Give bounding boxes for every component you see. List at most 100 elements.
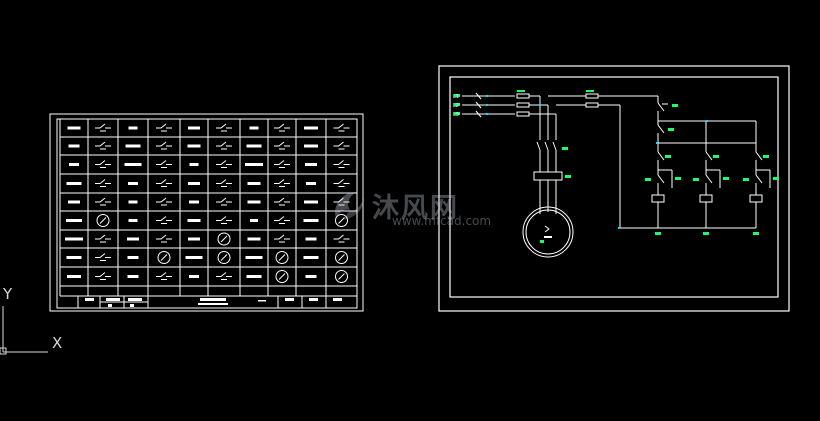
control-circuit: [548, 93, 771, 229]
legend-cell-label: [187, 144, 201, 148]
legend-cell-symbol-stroke: [338, 217, 345, 224]
svg-text:L3: L3: [453, 112, 459, 118]
legend-cell-symbol: [95, 234, 111, 243]
legend-cell-symbol: [156, 123, 172, 132]
legend-cell-label: [303, 256, 319, 259]
legend-cell-label: [247, 237, 261, 241]
legend-cell-symbol: [157, 251, 171, 264]
legend-cell-symbol-stroke: [220, 235, 228, 243]
legend-cell-symbol: [274, 216, 290, 224]
legend-cell-label: [246, 275, 262, 278]
legend-cell-symbol: [216, 197, 232, 206]
schematic-annotations: [454, 90, 779, 243]
legend-cell-symbol-stroke: [278, 254, 286, 261]
legend-cell-label: [128, 200, 138, 204]
legend-cell-label: [66, 219, 82, 222]
legend-cell-label: [188, 182, 200, 185]
svg-text:L2: L2: [453, 103, 459, 109]
legend-cell-symbol: [217, 232, 231, 246]
legend-cell-symbol: [95, 272, 111, 280]
legend-cell-symbol: [95, 179, 111, 187]
legend-cell-label: [305, 163, 317, 166]
legend-cell-label: [187, 219, 201, 222]
legend-cell-label: [189, 275, 199, 278]
legend-cell-symbol: [217, 251, 231, 264]
legend-cell-symbol: [156, 272, 172, 280]
watermark-logo-icon: [335, 192, 364, 220]
legend-cell-label: [67, 275, 81, 278]
legend-cell-label: [304, 144, 318, 148]
legend-cell-label: [68, 200, 80, 204]
legend-cell-symbol: [96, 214, 110, 227]
legend-cell-symbol: [216, 272, 232, 280]
ucs-icon: [0, 306, 48, 355]
legend-cell-label: [250, 219, 258, 222]
legend-cell-symbol: [333, 197, 350, 206]
legend-cell-symbol: [95, 123, 111, 132]
legend-cell-symbol: [333, 234, 350, 243]
junction-dots: [486, 95, 708, 229]
legend-cell-label: [247, 200, 261, 204]
legend-cell-symbol: [156, 160, 172, 168]
legend-symbols: [65, 123, 350, 283]
legend-cell-label: [125, 144, 141, 148]
legend-cell-symbol: [275, 251, 289, 264]
legend-cell-label: [68, 144, 80, 148]
legend-cell-symbol: [216, 179, 232, 187]
legend-cell-symbol: [156, 179, 172, 187]
legend-cell-label: [66, 256, 82, 259]
legend-cell-symbol-stroke: [99, 217, 107, 224]
power-circuit: [462, 92, 574, 258]
legend-cell-label: [128, 126, 138, 130]
legend-cell-label: [128, 219, 138, 222]
legend-cell-symbol: [274, 160, 290, 168]
legend-cell-label: [188, 126, 200, 130]
legend-title-block: [85, 298, 342, 307]
watermark-url: www.mfcad.com: [392, 214, 492, 228]
ucs-y-label: Y: [3, 285, 13, 303]
legend-cell-label: [124, 163, 142, 166]
schematic-frame: [438, 65, 790, 312]
legend-cell-label: [185, 256, 203, 259]
legend-cell-label: [305, 275, 317, 278]
legend-cell-symbol: [216, 160, 232, 168]
legend-cell-symbol: [274, 123, 290, 132]
legend-cell-label: [303, 219, 319, 222]
legend-cell-symbol: [216, 141, 232, 150]
legend-cell-symbol-stroke: [338, 273, 345, 280]
legend-cell-label: [67, 126, 81, 130]
legend-cell-symbol: [333, 160, 350, 168]
legend-cell-symbol: [275, 270, 289, 283]
legend-cell-symbol-stroke: [278, 273, 286, 280]
legend-cell-label: [246, 144, 262, 148]
legend-cell-symbol: [216, 123, 232, 132]
phase-labels: L1 L2 L3: [453, 94, 459, 118]
legend-cell-label: [189, 163, 199, 166]
legend-cell-label: [65, 237, 83, 241]
legend-cell-label: [245, 256, 263, 259]
legend-cell-symbol: [274, 141, 290, 150]
legend-cell-label: [127, 237, 139, 241]
legend-cell-symbol: [95, 160, 111, 168]
legend-cell-label: [69, 163, 79, 166]
legend-cell-symbol-stroke: [160, 254, 168, 261]
legend-cell-symbol: [156, 141, 172, 150]
legend-cell-symbol: [333, 123, 350, 132]
legend-cell-symbol: [274, 234, 290, 243]
symbol-legend-table: [49, 113, 364, 312]
legend-cell-symbol: [335, 214, 348, 227]
legend-cell-symbol: [216, 216, 232, 224]
legend-cell-symbol: [95, 253, 111, 261]
legend-cell-label: [304, 126, 318, 130]
legend-cell-symbol: [335, 270, 348, 283]
legend-cell-label: [306, 182, 316, 185]
legend-cell-label: [188, 237, 200, 241]
watermark-text: 沐风网: [372, 193, 459, 224]
legend-cell-symbol: [95, 197, 111, 206]
legend-cell-symbol-stroke: [338, 254, 345, 261]
legend-cell-symbol: [333, 141, 350, 150]
legend-cell-symbol: [156, 234, 172, 243]
motor-symbol: [544, 225, 552, 238]
